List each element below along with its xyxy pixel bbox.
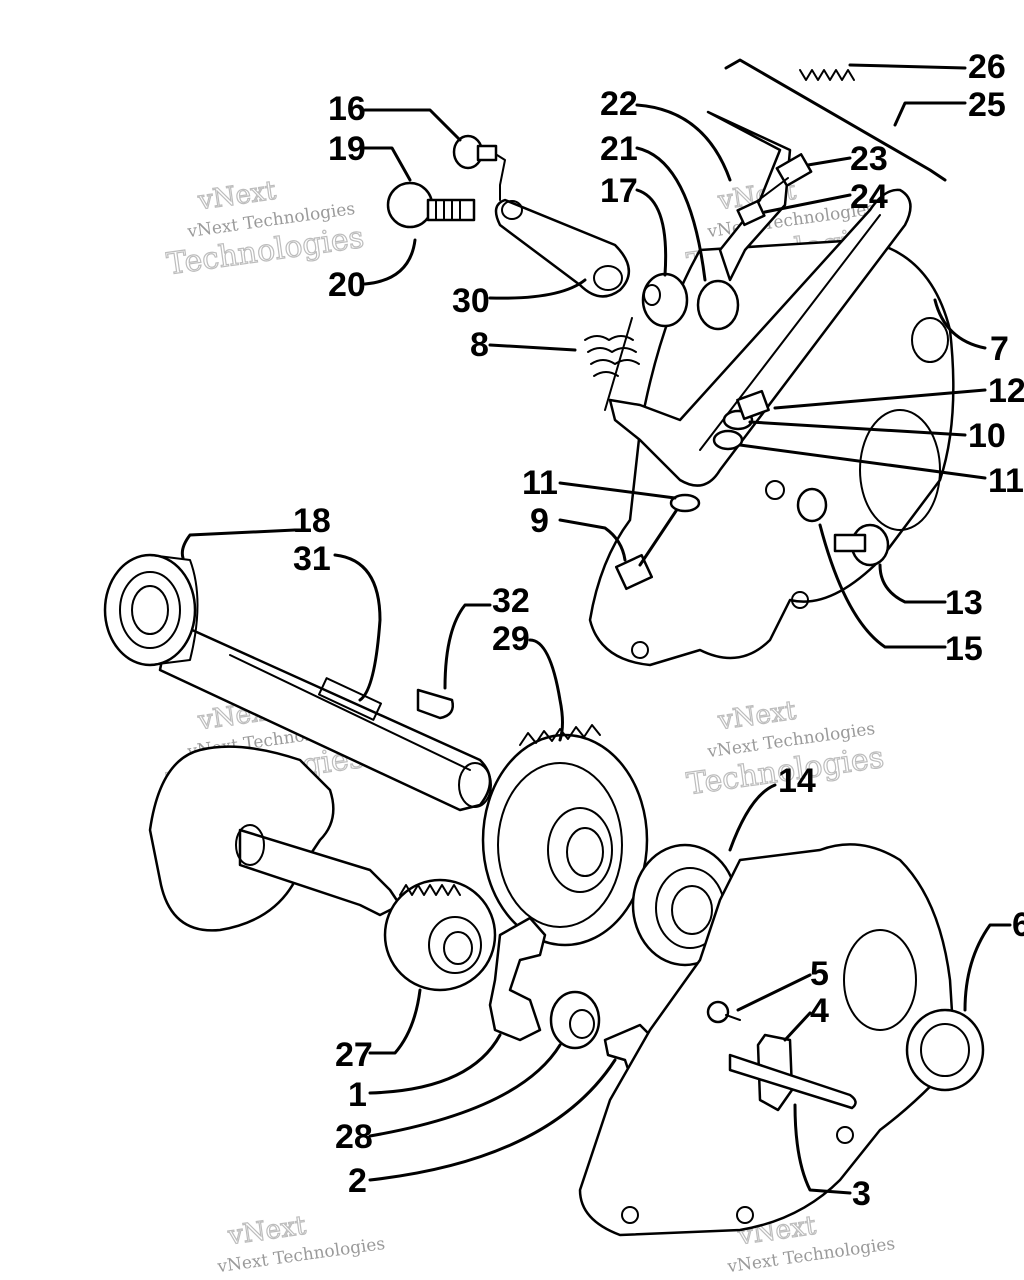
callout-30: 30 <box>452 282 490 320</box>
callout-11-right: 11 <box>988 462 1024 500</box>
shift-lever-arm <box>608 188 912 487</box>
callout-29: 29 <box>492 620 530 658</box>
callout-9: 9 <box>530 502 549 540</box>
upper-case-hole-2 <box>791 591 809 609</box>
callout-13: 13 <box>945 584 983 622</box>
shift-spring <box>799 69 855 81</box>
callout-labels: 16 19 20 30 8 22 21 17 23 24 26 25 7 12 … <box>293 48 1024 1213</box>
bushing-28 <box>549 990 601 1050</box>
callout-17: 17 <box>600 172 638 210</box>
callout-7: 7 <box>990 330 1009 368</box>
callout-4: 4 <box>810 992 829 1030</box>
link-wire <box>496 154 506 201</box>
callout-22: 22 <box>600 85 638 123</box>
callout-32: 32 <box>492 582 530 620</box>
callout-14: 14 <box>778 762 816 800</box>
washer-11-left <box>669 493 701 513</box>
callout-3: 3 <box>852 1175 871 1213</box>
callout-2: 2 <box>348 1162 367 1200</box>
shaft-31 <box>158 618 492 812</box>
gear-27 <box>383 878 497 992</box>
washer-11-right <box>712 429 744 451</box>
leader-lines <box>180 63 1012 1195</box>
lever-boss <box>501 200 523 220</box>
callout-31: 31 <box>293 540 331 578</box>
shift-fork-1 <box>488 916 547 1042</box>
callout-8: 8 <box>470 326 489 364</box>
bearing-18 <box>103 553 199 667</box>
seal-6 <box>905 1008 985 1092</box>
callout-20: 20 <box>328 266 366 304</box>
callout-19: 19 <box>328 130 366 168</box>
cap-16 <box>452 134 498 170</box>
callout-1: 1 <box>348 1076 367 1114</box>
bolt-13 <box>833 523 890 567</box>
lower-case-hole-3 <box>836 1126 854 1144</box>
upper-case-hole-1 <box>631 641 649 659</box>
shift-lever-slot <box>699 214 881 451</box>
roller-17-end <box>643 284 661 306</box>
callout-15: 15 <box>945 630 983 668</box>
upper-case-boss-1 <box>911 317 949 363</box>
callout-5: 5 <box>810 955 829 993</box>
lower-case-hole-1 <box>621 1206 639 1224</box>
callout-25: 25 <box>968 86 1006 124</box>
callout-24: 24 <box>850 178 888 216</box>
callout-16: 16 <box>328 90 366 128</box>
nut-12 <box>736 389 770 421</box>
spring-rod <box>724 58 947 182</box>
bolt-9 <box>614 503 682 591</box>
callout-10: 10 <box>968 417 1006 455</box>
upper-case-boss-2 <box>859 409 941 531</box>
washer-30 <box>593 265 623 291</box>
callout-21: 21 <box>600 130 638 168</box>
collar-21 <box>696 279 740 331</box>
gear-29 <box>481 724 649 947</box>
lever-30 <box>494 198 630 298</box>
watermark-bottom-left: vNext vNext Technologies <box>215 1210 386 1277</box>
pawl-spring-8 <box>584 317 640 411</box>
lower-case-opening <box>843 929 917 1031</box>
callout-11-left: 11 <box>522 464 558 502</box>
roller-17 <box>641 272 689 328</box>
callout-6: 6 <box>1012 906 1024 944</box>
stopper-arm-3 <box>728 1053 857 1110</box>
callout-12: 12 <box>988 372 1024 410</box>
pin-19 <box>386 181 476 229</box>
crank-end <box>235 824 265 866</box>
callout-23: 23 <box>850 140 888 178</box>
callout-18: 18 <box>293 502 331 540</box>
screw-5 <box>706 1000 741 1024</box>
lower-case-hole-2 <box>736 1206 754 1224</box>
callout-28: 28 <box>335 1118 373 1156</box>
washer-15 <box>796 487 828 523</box>
nut-24 <box>736 199 766 227</box>
callout-26: 26 <box>968 48 1006 86</box>
watermark-top-left: vNext vNext Technologies Technologies <box>164 175 367 283</box>
key-32 <box>416 688 454 720</box>
callout-27: 27 <box>335 1036 373 1074</box>
upper-case-hole-3 <box>765 480 785 500</box>
